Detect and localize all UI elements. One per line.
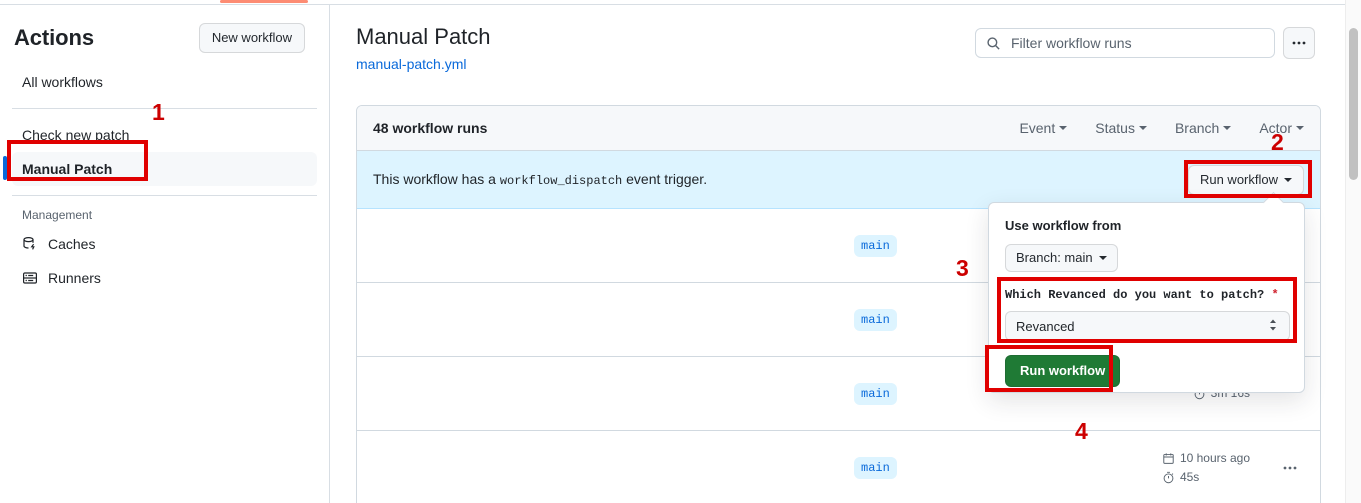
run-workflow-button-label: Run workflow <box>1199 171 1278 187</box>
chevron-down-icon <box>1059 126 1068 130</box>
sidebar-item-caches[interactable]: Caches <box>12 227 317 261</box>
annotation-number-2: 2 <box>1271 129 1284 155</box>
run-duration: 45s <box>1162 468 1250 487</box>
workflow-file-link[interactable]: manual-patch.yml <box>356 56 467 72</box>
dispatch-text-before: This workflow has a <box>373 171 496 187</box>
main-header: Manual Patch manual-patch.yml <box>331 5 1345 75</box>
use-workflow-from-label: Use workflow from <box>1005 218 1122 233</box>
annotation-number-4: 4 <box>1075 418 1088 444</box>
sidebar-title: Actions <box>14 25 94 50</box>
sidebar-item-label: All workflows <box>22 74 103 90</box>
search-box[interactable] <box>975 28 1275 58</box>
nav-divider <box>12 108 317 109</box>
chevron-down-icon <box>1138 126 1147 130</box>
stopwatch-icon <box>1163 471 1174 484</box>
more-options-button[interactable] <box>1283 27 1315 59</box>
filter-event[interactable]: Event <box>1019 120 1068 136</box>
run-date: 10 hours ago <box>1162 449 1250 468</box>
select-updown-icon <box>1267 318 1279 335</box>
sidebar-item-label: Manual Patch <box>22 161 113 177</box>
filter-actor[interactable]: Actor <box>1259 120 1304 136</box>
main-content: Manual Patch manual-patch.yml <box>331 5 1345 503</box>
sidebar-item-label: Caches <box>48 236 96 252</box>
scrollbar-thumb[interactable] <box>1349 28 1358 180</box>
sidebar-item-manual-patch[interactable]: Manual Patch <box>3 152 317 186</box>
filter-label: Actor <box>1259 120 1292 136</box>
run-workflow-dropdown-button[interactable]: Run workflow <box>1187 164 1304 195</box>
filter-status[interactable]: Status <box>1095 120 1147 136</box>
dispatch-text-after: event trigger. <box>626 171 708 187</box>
revanced-select[interactable]: Revanced <box>1005 311 1290 341</box>
run-duration-label: 45s <box>1179 470 1200 484</box>
sidebar-section-management: Management <box>22 208 93 222</box>
runs-filters: Event Status Branch Actor <box>1019 120 1304 136</box>
active-tab-underline <box>220 0 308 3</box>
search-icon <box>986 36 1001 51</box>
table-row[interactable]: main <box>357 209 1320 283</box>
chevron-down-icon <box>1284 177 1292 182</box>
workflow-input-question: Which Revanced do you want to patch? <box>1005 288 1265 302</box>
required-marker: * <box>1271 288 1279 302</box>
branch-select-button[interactable]: Branch: main <box>1005 244 1118 272</box>
table-row[interactable]: main 10 hours ago 45s <box>357 431 1320 503</box>
workflow-input-label: Which Revanced do you want to patch? * <box>1005 286 1288 304</box>
chevron-down-icon <box>1098 256 1107 260</box>
branch-badge[interactable]: main <box>854 382 897 405</box>
table-row[interactable]: main <box>357 283 1320 357</box>
chevron-down-icon <box>1296 126 1304 130</box>
search-input[interactable] <box>1009 34 1264 52</box>
management-nav-list: Caches Runners <box>0 227 329 295</box>
annotation-number-3: 3 <box>956 255 969 281</box>
annotation-number-1: 1 <box>152 99 165 125</box>
workflow-nav-list: All workflows Check new patch Manual Pat… <box>0 65 329 196</box>
sidebar-item-label: Runners <box>48 270 101 286</box>
sidebar-item-label: Check new patch <box>22 127 130 143</box>
header-actions <box>975 27 1315 59</box>
top-tab-strip <box>0 0 1345 5</box>
nav-divider <box>12 195 317 196</box>
run-meta: 10 hours ago 45s <box>1162 449 1250 487</box>
dropdown-panel-body: Use workflow from Branch: main Which Rev… <box>989 203 1304 387</box>
runs-panel-header: 48 workflow runs Event Status Branch <box>357 106 1320 151</box>
page-scrollbar[interactable] <box>1345 0 1361 503</box>
actions-sidebar: Actions New workflow All workflows Check… <box>0 5 330 503</box>
sidebar-item-all-workflows[interactable]: All workflows <box>12 65 317 99</box>
run-workflow-dropdown-panel: Use workflow from Branch: main Which Rev… <box>988 202 1305 393</box>
submit-run-workflow-button[interactable]: Run workflow <box>1005 355 1121 387</box>
workflow-dispatch-banner: This workflow has a workflow_dispatch ev… <box>357 151 1320 209</box>
filter-label: Event <box>1019 120 1056 136</box>
revanced-select-value: Revanced <box>1016 318 1075 334</box>
branch-badge[interactable]: main <box>854 308 897 331</box>
filter-label: Branch <box>1174 120 1220 136</box>
calendar-icon <box>1163 453 1174 464</box>
row-more-options-button[interactable] <box>1282 460 1298 476</box>
branch-badge[interactable]: main <box>854 234 897 257</box>
filter-label: Status <box>1095 120 1135 136</box>
dispatch-event-code: workflow_dispatch <box>499 174 623 188</box>
runners-icon <box>22 270 40 286</box>
branch-select-label: Branch: main <box>1016 250 1093 265</box>
page-title: Manual Patch <box>356 24 491 49</box>
chevron-down-icon <box>1223 126 1232 130</box>
page-heading-block: Manual Patch manual-patch.yml <box>356 23 491 75</box>
workflow-runs-count: 48 workflow runs <box>373 120 488 136</box>
sidebar-item-runners[interactable]: Runners <box>12 261 317 295</box>
sidebar-item-check-new-patch[interactable]: Check new patch <box>12 118 317 152</box>
branch-badge[interactable]: main <box>854 457 897 479</box>
run-date-label: 10 hours ago <box>1179 451 1250 465</box>
sidebar-header: Actions New workflow <box>0 5 329 65</box>
new-workflow-button[interactable]: New workflow <box>198 23 305 53</box>
dispatch-banner-text: This workflow has a workflow_dispatch ev… <box>373 171 707 188</box>
filter-branch[interactable]: Branch <box>1174 120 1232 136</box>
cache-icon <box>22 236 40 252</box>
